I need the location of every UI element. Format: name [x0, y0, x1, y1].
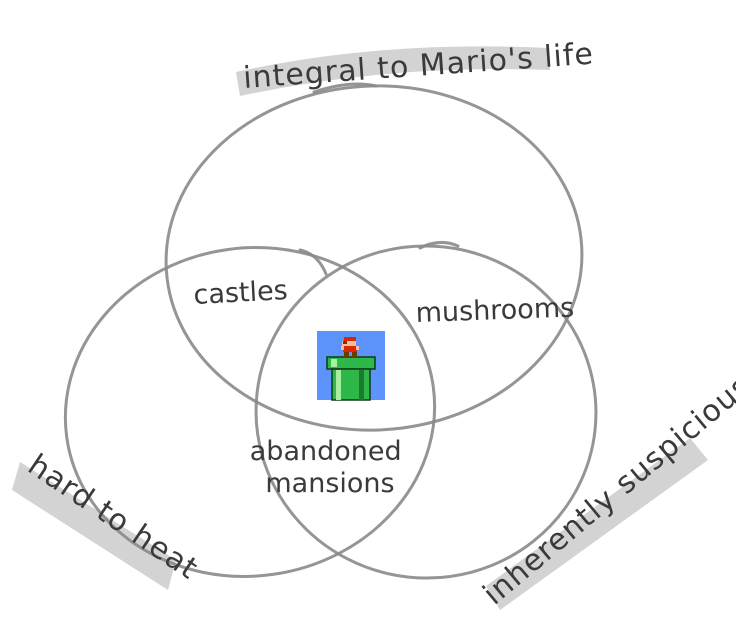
circle-top-tail — [312, 82, 378, 94]
circle-hard-to-heat — [63, 246, 437, 578]
region-label-abandoned-mansions: abandoned mansions — [250, 436, 410, 499]
circle-right-tail — [418, 241, 460, 250]
region-label-mushrooms: mushrooms — [415, 292, 575, 329]
label-smudge-left — [12, 462, 176, 590]
mario-on-pipe-icon — [317, 331, 385, 401]
region-label-abandoned-mansions-line2: mansions — [265, 468, 394, 499]
circle-left-tail — [298, 248, 328, 276]
region-label-abandoned-mansions-text: abandoned — [250, 436, 402, 467]
circle-inherently-suspicious — [254, 244, 598, 580]
set-label-hard-to-heat: hard to heat — [22, 448, 205, 587]
mario-sprite — [341, 337, 359, 357]
label-smudge-top — [236, 46, 550, 96]
set-label-inherently-suspicious: inherently suspicious — [477, 368, 736, 612]
set-label-integral-to-marios-life: integral to Mario's life — [242, 37, 595, 96]
region-label-castles: castles — [193, 275, 289, 311]
label-smudge-right — [486, 438, 708, 610]
